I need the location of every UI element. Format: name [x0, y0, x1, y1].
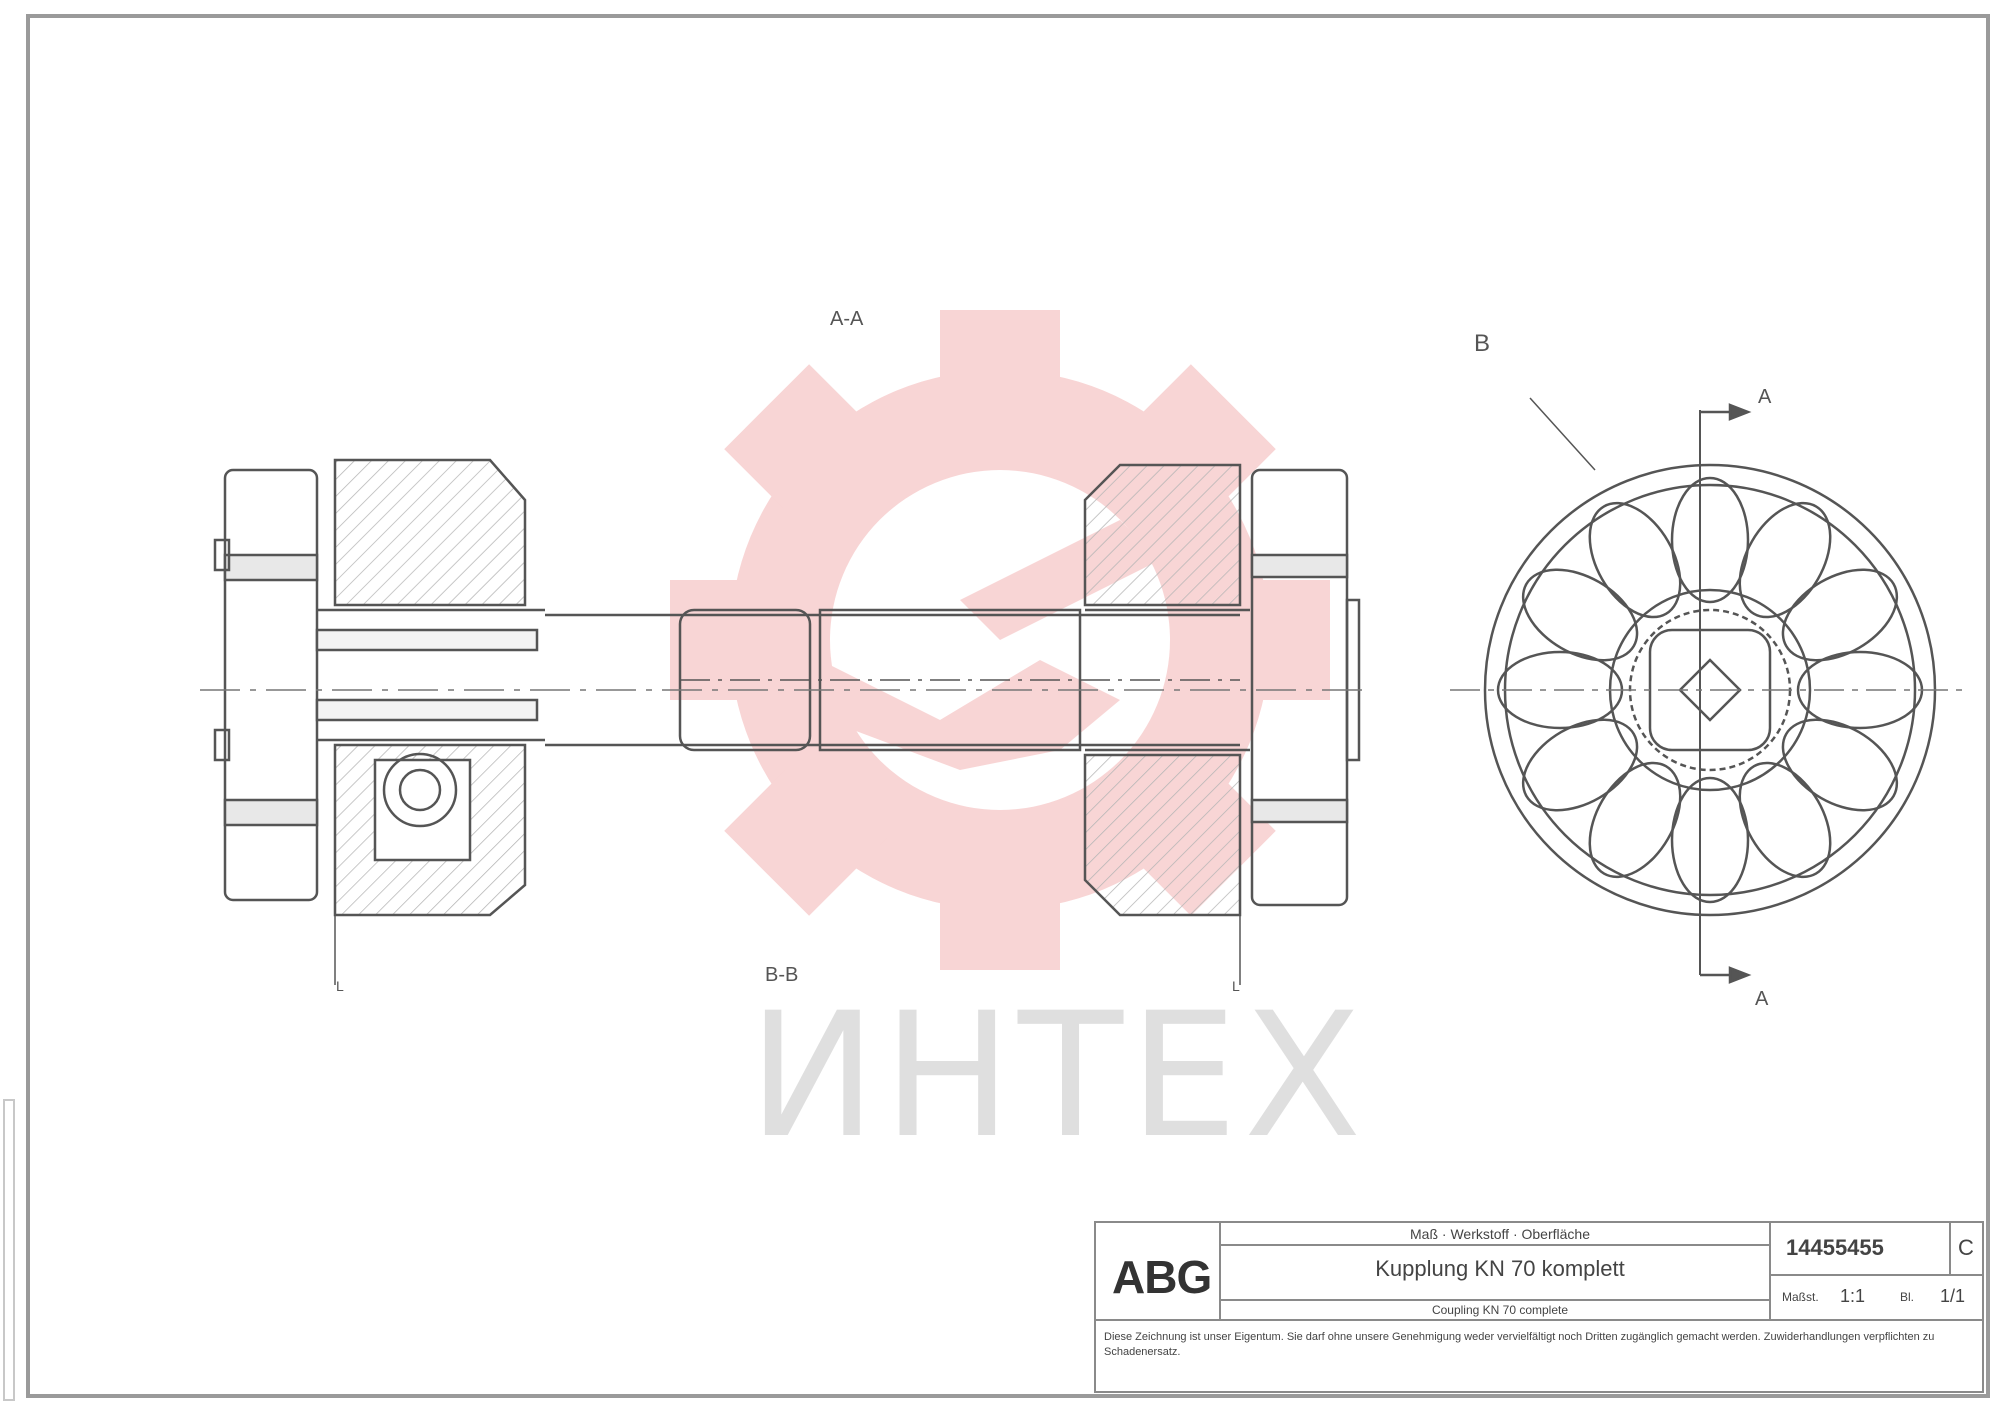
section-marker-top: A [1758, 386, 1772, 408]
title-block-header: Maß · Werkstoff · Oberfläche [1410, 1226, 1590, 1242]
sheet-value: 1/1 [1940, 1286, 1966, 1306]
left-dimension-label: L [336, 978, 344, 994]
detail-label: B [1474, 330, 1491, 357]
company-logo: ABG [1112, 1251, 1212, 1303]
spider-end-view [1450, 397, 1965, 984]
center-shaft [545, 608, 1240, 752]
scale-value: 1:1 [1840, 1286, 1866, 1306]
drawing-subtitle: Coupling KN 70 complete [1431, 1303, 1569, 1317]
scale-label: Maßst. [1782, 1290, 1819, 1304]
sheet-label: Bl. [1900, 1290, 1915, 1304]
section-label-top: A-A [830, 308, 864, 330]
spider-lobes [1496, 476, 1924, 904]
drawing-number: 14455455 [1786, 1235, 1884, 1260]
title-block-frame [1094, 1221, 1984, 1393]
drawing-frame [26, 14, 1990, 1398]
section-marker-bottom: A [1755, 988, 1769, 1010]
right-dimension-label: L [1232, 978, 1240, 994]
left-hub [213, 458, 545, 985]
left-margin-strip [3, 1099, 15, 1401]
watermark-text: ИНТЕХ [748, 975, 1368, 1176]
drawing-revision: C [1958, 1235, 1974, 1260]
section-label-bottom: B-B [765, 964, 799, 986]
right-hub [1083, 463, 1361, 985]
drawing-title: Kupplung KN 70 komplett [1375, 1256, 1625, 1281]
title-block-notes: Diese Zeichnung ist unser Eigentum. Sie … [1104, 1331, 1935, 1358]
